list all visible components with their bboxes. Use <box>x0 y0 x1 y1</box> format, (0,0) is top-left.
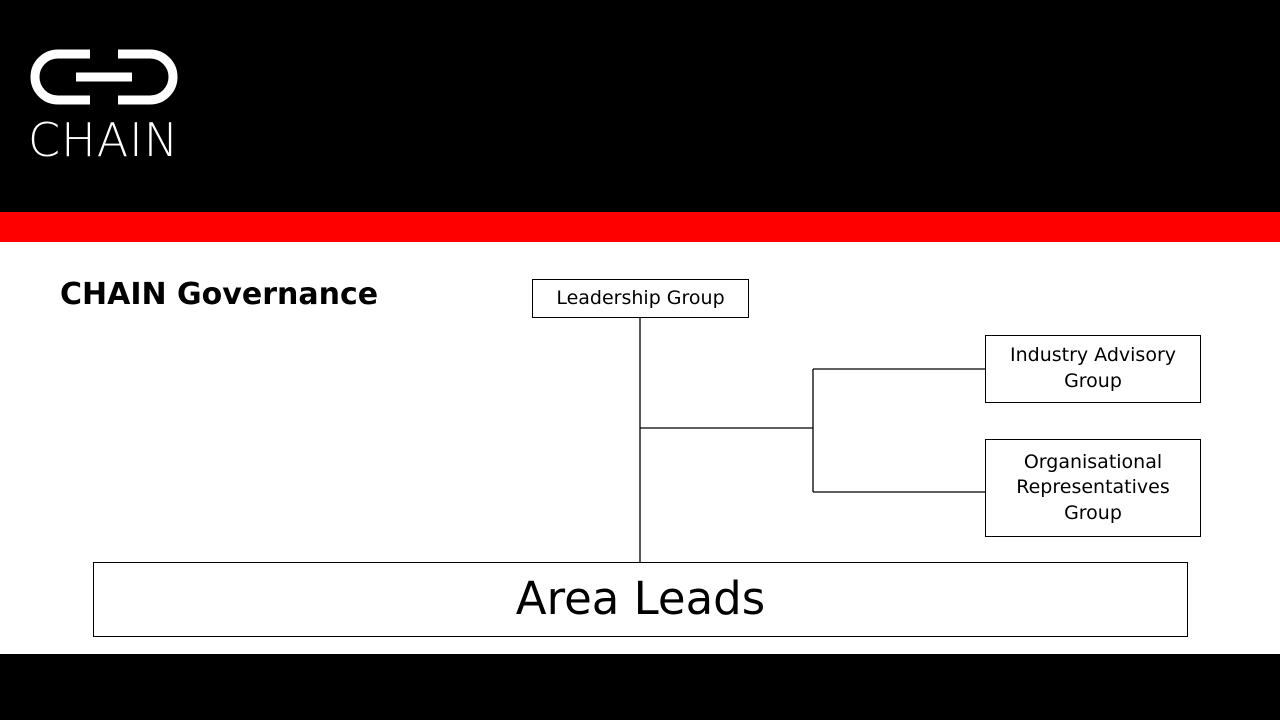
accent-band <box>0 212 1280 242</box>
node-industry-advisory-group: Industry Advisory Group <box>985 335 1201 403</box>
node-area-leads: Area Leads <box>93 562 1188 637</box>
node-organisational-representatives-group: Organisational Representatives Group <box>985 439 1201 537</box>
node-label: Area Leads <box>515 572 766 626</box>
page-title: CHAIN Governance <box>60 277 379 312</box>
node-label: Leadership Group <box>556 286 725 309</box>
node-label: Industry Advisory Group <box>1009 344 1177 392</box>
node-leadership-group: Leadership Group <box>532 279 749 318</box>
brand-name: CHAIN <box>28 113 180 167</box>
chain-link-icon <box>30 49 178 105</box>
node-label: Organisational Representatives Group <box>1016 450 1170 524</box>
footer-bar <box>0 654 1280 720</box>
header-bar: CHAIN <box>0 0 1280 212</box>
